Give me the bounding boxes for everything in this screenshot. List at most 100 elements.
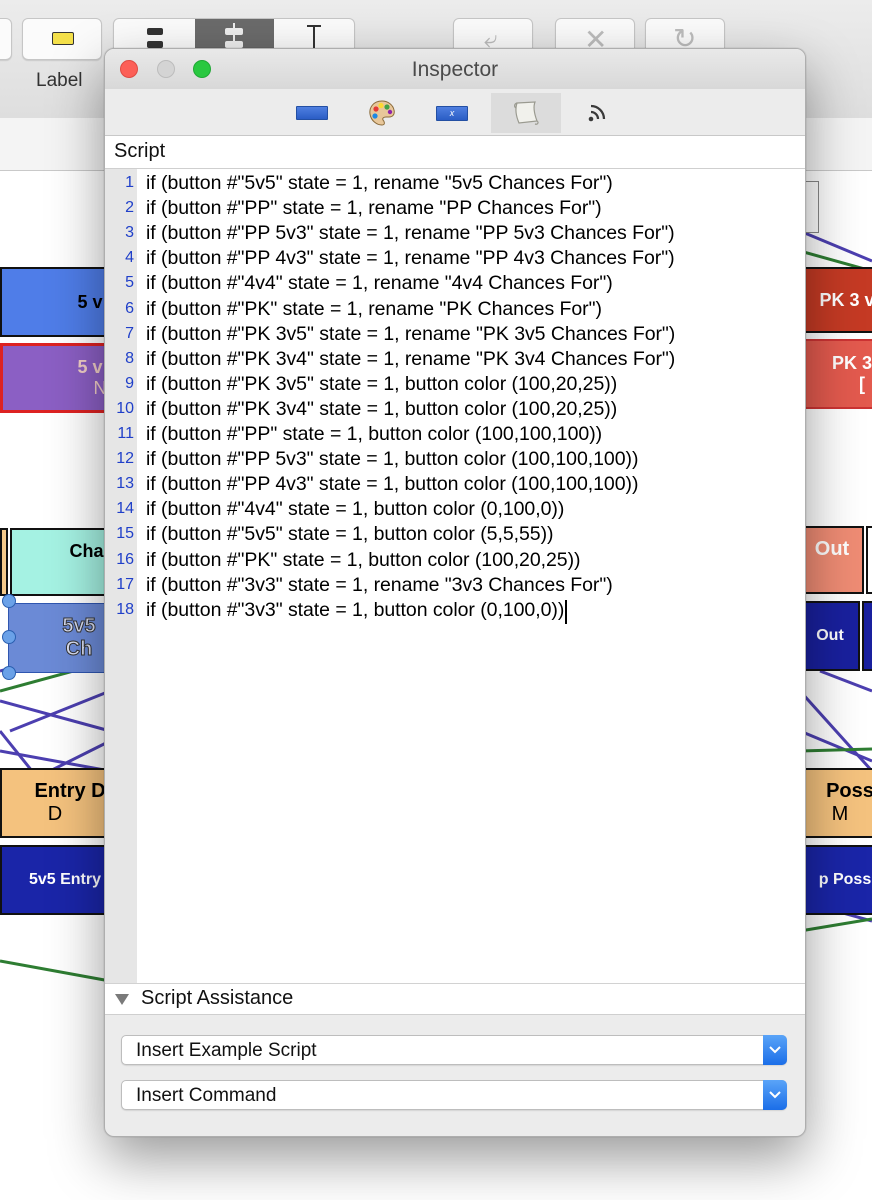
script-line[interactable]: if (button #"4v4" state = 1, rename "4v4… — [146, 272, 613, 295]
select-value: Insert Command — [136, 1085, 277, 1106]
label-icon — [52, 32, 74, 45]
line-number: 10 — [116, 399, 134, 417]
diagram-box-pk3-mid[interactable]: PK 3 [ — [802, 339, 872, 409]
diagram-box-5v5-chances[interactable]: 5v5 Ch — [8, 603, 110, 673]
close-icon: ✕ — [584, 24, 608, 55]
tab-connections[interactable] — [562, 93, 632, 133]
script-line[interactable]: if (button #"PK 3v5" state = 1, button c… — [146, 372, 618, 395]
diagram-box-chances[interactable]: Char — [10, 528, 111, 596]
diagram-box-partial-left[interactable] — [0, 528, 8, 596]
line-number: 15 — [116, 525, 134, 543]
box-label: Entry D — [34, 780, 106, 802]
script-line[interactable]: if (button #"PP 4v3" state = 1, button c… — [146, 473, 639, 496]
box-label: 5 v — [77, 357, 103, 378]
rectangle-icon — [296, 106, 328, 120]
refresh-icon: ↻ — [673, 23, 697, 54]
line-number: 17 — [116, 575, 134, 593]
box-label: Out — [814, 537, 850, 560]
palette-icon — [369, 100, 395, 126]
diagram-box-partial-right[interactable] — [866, 526, 872, 594]
inspector-window: Inspector x — [104, 48, 806, 1137]
tab-geometry[interactable] — [277, 93, 347, 133]
script-assistance-label: Script Assistance — [141, 987, 294, 1009]
text-caret — [565, 599, 567, 624]
line-number: 4 — [125, 249, 134, 267]
line-number: 6 — [125, 299, 134, 317]
chevron-down-icon[interactable] — [763, 1035, 787, 1065]
selection-handle[interactable] — [2, 630, 16, 644]
label-tool-caption: Label — [36, 70, 83, 91]
line-number: 8 — [125, 349, 134, 367]
selection-handle[interactable] — [2, 594, 16, 608]
diagram-box-partial-dark[interactable] — [862, 601, 872, 671]
diagram-box-pk3-top[interactable]: PK 3 v — [802, 267, 872, 333]
diagram-box-partial[interactable] — [805, 181, 819, 233]
script-line[interactable]: if (button #"PK 3v4" state = 1, button c… — [146, 397, 618, 420]
line-number: 16 — [116, 550, 134, 568]
script-line[interactable]: if (button #"3v3" state = 1, button colo… — [146, 598, 565, 621]
box-label: Char — [69, 540, 111, 561]
script-line[interactable]: if (button #"PK" state = 1, button color… — [146, 548, 581, 571]
diagram-box-5v5-mid[interactable]: 5 v N — [0, 343, 110, 413]
diagram-box-poss[interactable]: Poss M — [800, 768, 872, 838]
broadcast-icon — [588, 104, 606, 122]
inspector-tabbar: x — [105, 89, 805, 136]
tab-appearance[interactable] — [347, 93, 417, 133]
insert-command-select[interactable]: Insert Command — [121, 1080, 787, 1110]
box-label: Poss — [826, 780, 872, 802]
line-number: 11 — [117, 425, 134, 442]
script-line[interactable]: if (button #"PP 5v3" state = 1, button c… — [146, 448, 639, 471]
script-line[interactable]: if (button #"PK" state = 1, rename "PK C… — [146, 297, 602, 320]
script-assistance-header[interactable]: Script Assistance — [105, 983, 805, 1015]
line-number: 2 — [125, 199, 134, 217]
toolbar-button-partial[interactable] — [0, 18, 12, 60]
box-label: p Poss — [818, 870, 872, 888]
script-line[interactable]: if (button #"PK 3v4" state = 1, rename "… — [146, 347, 676, 370]
diagram-box-poss-dark[interactable]: p Poss — [800, 845, 872, 915]
script-line[interactable]: if (button #"3v3" state = 1, rename "3v3… — [146, 573, 613, 596]
script-line[interactable]: if (button #"5v5" state = 1, rename "5v5… — [146, 172, 613, 194]
window-title: Inspector — [411, 58, 499, 81]
selection-handle[interactable] — [2, 666, 16, 680]
zoom-window-button[interactable] — [193, 60, 211, 78]
box-sublabel: M — [831, 803, 849, 825]
box-label: PK 3 — [831, 353, 872, 374]
diagram-box-entry-d[interactable]: Entry D D — [0, 768, 110, 838]
disclosure-triangle-icon[interactable] — [115, 994, 129, 1005]
box-label: PK 3 v — [819, 289, 872, 310]
chevron-down-icon[interactable] — [763, 1080, 787, 1110]
variable-icon: x — [436, 105, 468, 121]
diagram-box-5v5-top[interactable]: 5 v — [0, 267, 110, 337]
tab-script[interactable] — [491, 93, 561, 133]
script-line[interactable]: if (button #"4v4" state = 1, button colo… — [146, 498, 565, 521]
script-line[interactable]: if (button #"PP 4v3" state = 1, rename "… — [146, 247, 675, 270]
diagram-box-out-dark[interactable]: Out — [800, 601, 860, 671]
align-top-icon[interactable] — [114, 19, 194, 59]
line-number: 9 — [125, 374, 134, 392]
box-sublabel: N — [93, 378, 107, 398]
close-window-button[interactable] — [120, 60, 138, 78]
box-label: Out — [816, 626, 844, 644]
script-line[interactable]: if (button #"PP" state = 1, button color… — [146, 423, 603, 445]
tab-properties[interactable]: x — [417, 93, 487, 133]
label-tool-button[interactable] — [22, 18, 102, 60]
script-line[interactable]: if (button #"PK 3v5" state = 1, rename "… — [146, 322, 676, 345]
diagram-box-out[interactable]: Out — [800, 526, 864, 594]
line-number: 14 — [116, 500, 134, 518]
minimize-window-button[interactable] — [157, 60, 175, 78]
line-number: 7 — [125, 324, 134, 342]
script-line[interactable]: if (button #"5v5" state = 1, button colo… — [146, 523, 554, 546]
diagram-box-5v5-entry[interactable]: 5v5 Entry — [0, 845, 110, 915]
window-titlebar[interactable]: Inspector — [105, 49, 805, 89]
line-number: 13 — [116, 475, 134, 493]
box-sublabel: [ — [859, 374, 865, 394]
script-line[interactable]: if (button #"PP" state = 1, rename "PP C… — [146, 197, 602, 220]
insert-example-script-select[interactable]: Insert Example Script — [121, 1035, 787, 1065]
line-number: 1 — [125, 174, 134, 191]
script-line[interactable]: if (button #"PP 5v3" state = 1, rename "… — [146, 222, 675, 245]
line-number: 5 — [125, 274, 134, 292]
select-value: Insert Example Script — [136, 1040, 317, 1061]
script-scroll-icon — [514, 101, 539, 125]
